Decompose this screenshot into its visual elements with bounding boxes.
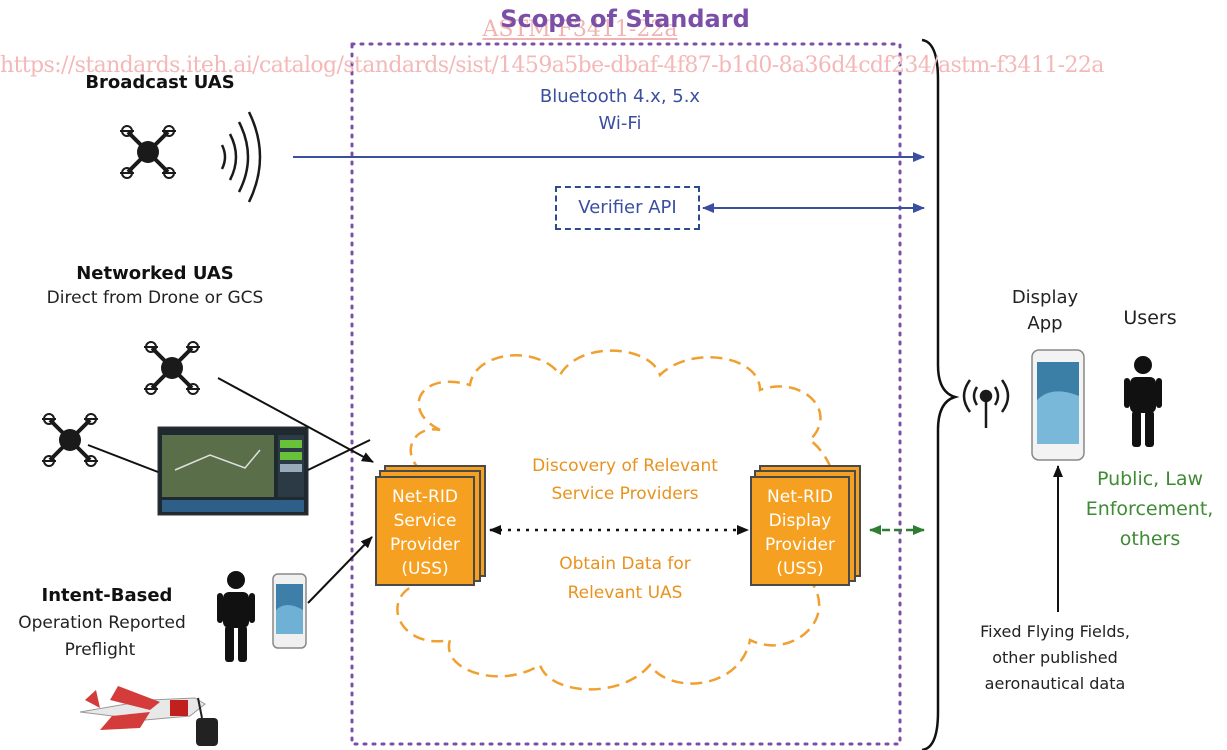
display-provider-line4: (USS) [776, 559, 824, 579]
wifi-label: Wi-Fi [598, 113, 642, 134]
gcs-screen-icon [157, 426, 309, 516]
gcs-drone-link [87, 444, 159, 473]
scope-boundary [350, 42, 902, 746]
display-provider-line1: Net-RID [767, 487, 833, 507]
users-person-icon [1124, 356, 1162, 447]
cloud-shape [388, 349, 842, 691]
networked-drone-icon [142, 340, 202, 396]
scope-brace [921, 38, 960, 750]
display-provider-line2: Display [768, 511, 832, 531]
networked-drone-link [217, 377, 374, 463]
antenna-icon [962, 379, 1010, 428]
display-provider-line3: Provider [765, 535, 835, 555]
intent-preflight-text: Preflight [64, 640, 136, 660]
users-enforcement-text: Enforcement, [1085, 498, 1214, 520]
fixed-fields-line2: other published [992, 648, 1118, 667]
fixed-fields-line3: aeronautical data [984, 674, 1126, 693]
intent-based-label: Intent-Based [41, 585, 173, 606]
users-others-text: others [1119, 528, 1181, 550]
discovery-text-line1: Discovery of Relevant [532, 456, 718, 476]
service-provider-line2: Service [393, 511, 457, 531]
service-provider-box: Net-RID Service Provider (USS) [375, 476, 475, 586]
obtain-text-line1: Obtain Data for [559, 554, 691, 574]
service-provider-line4: (USS) [401, 559, 449, 579]
watermark-code: ASTM F3411-22a [482, 17, 678, 42]
fixed-fields-line1: Fixed Flying Fields, [980, 622, 1130, 641]
rc-airplane-icon [79, 686, 206, 730]
display-app-label-line2: App [1027, 313, 1063, 334]
display-app-label-line1: Display [1011, 287, 1079, 308]
watermark-url[interactable]: https://standards.iteh.ai/catalog/standa… [0, 53, 1104, 78]
discovery-text-line2: Service Providers [551, 484, 699, 504]
verifier-api-box: Verifier API [555, 186, 700, 230]
gcs-screen-link [307, 439, 371, 471]
service-provider-line3: Provider [390, 535, 460, 555]
broadcast-drone-icon [118, 124, 178, 180]
operator-phone-icon [272, 573, 307, 649]
rc-controller-icon [196, 697, 218, 746]
operator-person-icon [217, 571, 255, 662]
display-app-phone-icon [1031, 349, 1085, 461]
users-public-text: Public, Law [1096, 468, 1204, 490]
broadcast-uas-label: Broadcast UAS [85, 72, 235, 93]
networked-uas-label: Networked UAS [76, 263, 234, 284]
obtain-text-line2: Relevant UAS [567, 583, 683, 603]
display-provider-box: Net-RID Display Provider (USS) [750, 476, 850, 586]
service-provider-line1: Net-RID [392, 487, 458, 507]
intent-phone-link [307, 536, 373, 604]
users-label: Users [1123, 307, 1177, 329]
intent-operation-text: Operation Reported [18, 613, 186, 633]
broadcast-waves-icon [220, 111, 262, 203]
gcs-drone-icon [40, 412, 100, 468]
scope-title: Scope of Standard [500, 5, 750, 33]
networked-uas-sublabel: Direct from Drone or GCS [46, 288, 264, 308]
bluetooth-label: Bluetooth 4.x, 5.x [539, 86, 701, 107]
